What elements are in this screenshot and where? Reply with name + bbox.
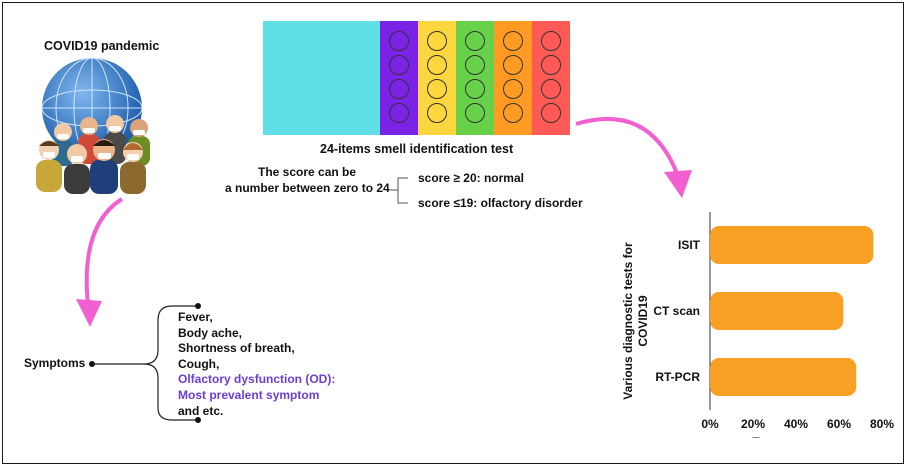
scent-circle-icon (427, 55, 447, 75)
scent-circle-icon (503, 31, 523, 51)
symptoms-list: Fever,Body ache,Shortness of breath,Coug… (178, 310, 335, 419)
card-strip (380, 21, 418, 135)
scent-circle-icon (427, 31, 447, 51)
symptom-item: Body ache, (178, 325, 243, 340)
score-note-line1: The score can be (258, 165, 357, 179)
score-normal: score ≥ 20: normal (418, 171, 524, 185)
symptom-item: Shortness of breath, (178, 341, 295, 356)
score-bracket (390, 177, 408, 204)
category-label: RT-PCR (655, 370, 700, 384)
scent-circle-icon (503, 103, 523, 123)
scent-circle-icon (427, 79, 447, 99)
symptom-item: Cough, (178, 356, 220, 371)
scent-circle-icon (389, 55, 409, 75)
card-strip (418, 21, 456, 135)
symptoms-label: Symptoms (24, 356, 86, 370)
category-label: ISIT (678, 238, 701, 252)
card-strip (456, 21, 494, 135)
bar (710, 358, 857, 396)
scent-circle-icon (503, 55, 523, 75)
score-disorder: score ≤19: olfactory disorder (418, 196, 583, 210)
x-tick-label: 40% (784, 417, 808, 431)
smell-test-card (263, 21, 570, 135)
people-icon (36, 115, 150, 194)
scent-circle-icon (427, 103, 447, 123)
scent-circle-icon (541, 79, 561, 99)
arrow-to-chart (575, 117, 692, 198)
scent-circle-icon (465, 55, 485, 75)
scent-circle-icon (465, 79, 485, 99)
pandemic-title: COVID19 pandemic (44, 39, 160, 53)
card-strip (532, 21, 570, 135)
symptoms-bracket (89, 303, 201, 423)
score-note-line2: a number between zero to 24 (225, 181, 390, 195)
scent-circle-icon (541, 55, 561, 75)
scent-circle-icon (503, 79, 523, 99)
card-strip (494, 21, 532, 135)
symptom-od-line1: Olfactory dysfunction (OD): (178, 372, 336, 387)
bar (710, 292, 844, 330)
globe-people-illustration (36, 57, 150, 194)
symptom-item: Fever, (178, 310, 213, 324)
bar (710, 226, 874, 264)
category-label: CT scan (653, 304, 700, 318)
scent-circle-icon (389, 103, 409, 123)
card-strip (263, 21, 380, 135)
x-tick-label: 80% (870, 417, 894, 431)
y-axis-title: Various diagnostic tests forCOVID19 (621, 242, 650, 400)
scent-circle-icon (541, 103, 561, 123)
x-tick-label: 60% (827, 417, 851, 431)
scent-circle-icon (389, 31, 409, 51)
x-axis-title: Test accuracy (752, 435, 831, 438)
smell-test-title: 24-items smell identification test (320, 142, 514, 156)
scent-circle-icon (465, 103, 485, 123)
scent-circle-icon (465, 31, 485, 51)
x-tick-label: 20% (741, 417, 765, 431)
scent-circle-icon (389, 79, 409, 99)
scent-circle-icon (541, 31, 561, 51)
arrow-to-symptoms (76, 197, 124, 327)
symptom-od-line2: Most prevalent symptom (178, 387, 320, 402)
x-tick-label: 0% (701, 417, 719, 431)
symptom-etc: and etc. (178, 403, 224, 418)
